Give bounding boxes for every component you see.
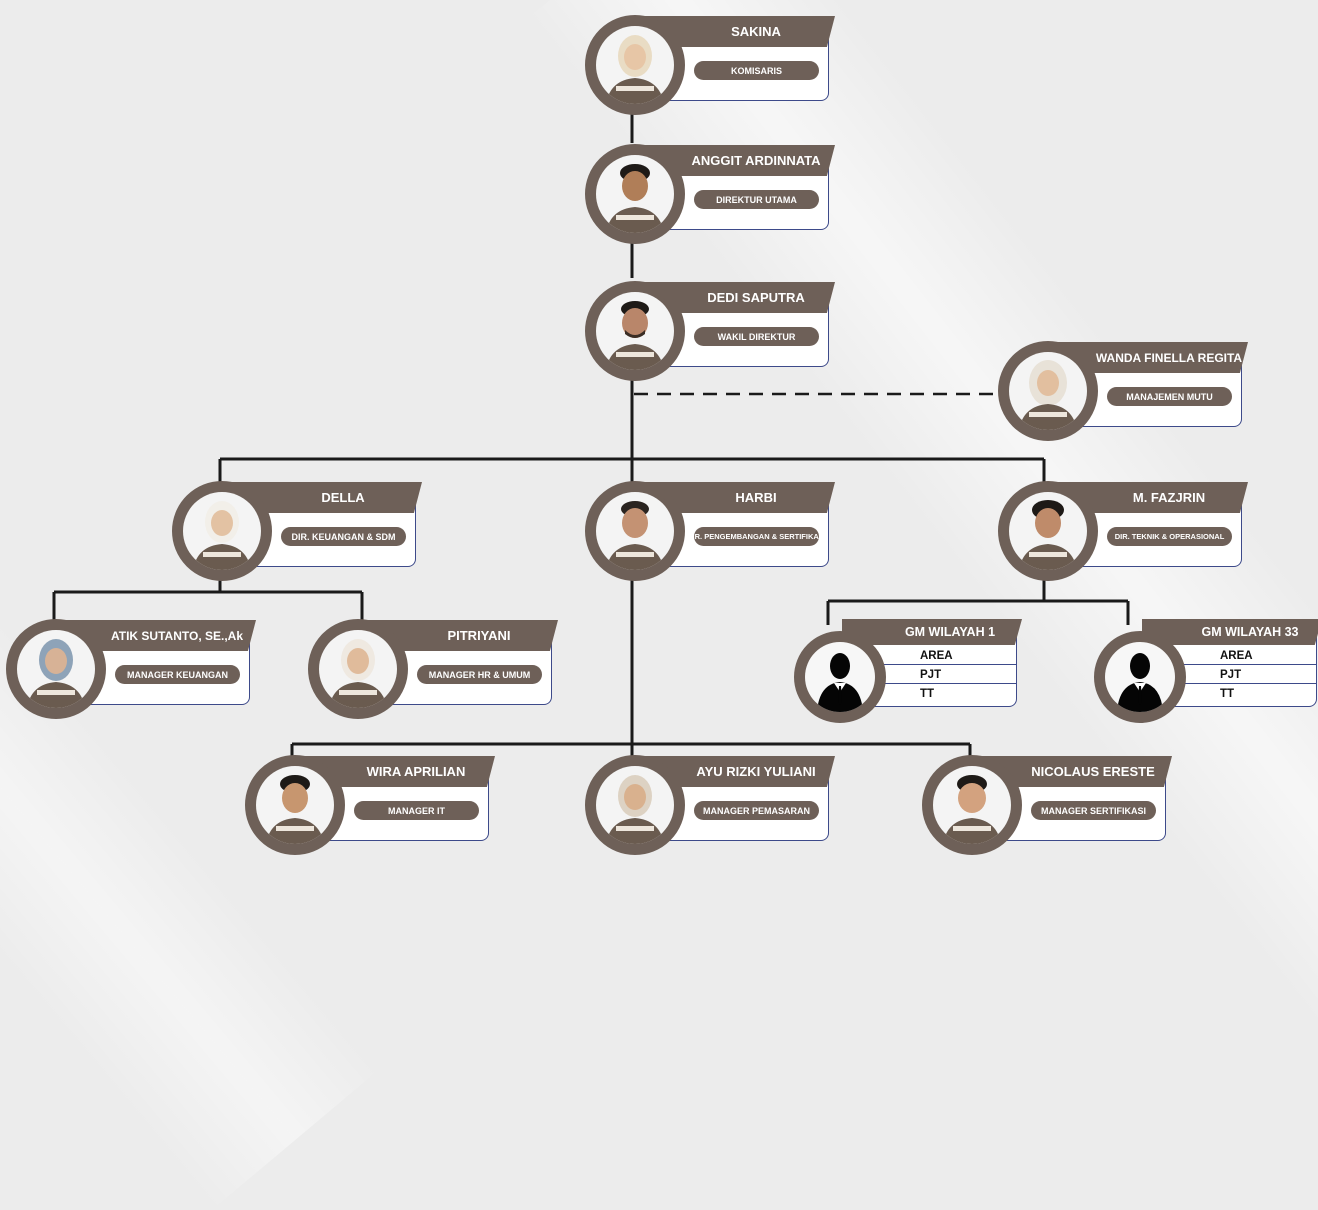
name-banner [1142, 619, 1318, 645]
profile-photo [585, 481, 685, 581]
role-badge: MANAGER PEMASARAN [694, 801, 819, 820]
profile-photo [585, 281, 685, 381]
person-name: WANDA FINELLA REGITA [1095, 350, 1243, 365]
gm-row-tt: TT [1220, 688, 1235, 700]
person-name: M. FAZJRIN [1132, 490, 1206, 505]
role-badge: DIREKTUR UTAMA [694, 190, 819, 209]
role-badge: DIR. PENGEMBANGAN & SERTIFIKASI [687, 527, 826, 546]
profile-photo [585, 755, 685, 855]
person-name: DEDI SAPUTRA [707, 290, 805, 305]
profile-photo [6, 619, 106, 719]
role-badge: MANAGER HR & UMUM [417, 665, 542, 684]
profile-photo [585, 144, 685, 244]
org-node-wanda: WANDA FINELLA REGITA MANAJEMEN MUTU [998, 341, 1248, 441]
role-badge: KOMISARIS [694, 61, 819, 80]
gm-row-area: AREA [1184, 647, 1316, 665]
gm-row-tt: TT [920, 688, 935, 700]
profile-photo [585, 15, 685, 115]
person-name: DELLA [321, 490, 365, 505]
person-name: HARBI [735, 490, 777, 505]
gm-name: GM WILAYAH 1 [904, 625, 996, 639]
name-banner [842, 619, 1022, 645]
org-node-dedi: DEDI SAPUTRA WAKIL DIREKTUR [585, 281, 835, 381]
profile-photo [245, 755, 345, 855]
person-name: SAKINA [731, 24, 781, 39]
org-node-sakina: SAKINA KOMISARIS [585, 15, 835, 115]
gm-row-pjt: PJT [884, 666, 1016, 684]
profile-photo [998, 341, 1098, 441]
profile-photo [998, 481, 1098, 581]
gm-row-pjt: PJT [1184, 666, 1316, 684]
person-name: AYU RIZKI YULIANI [696, 764, 816, 779]
person-name: PITRIYANI [447, 628, 511, 643]
role-badge: MANAGER IT [354, 801, 479, 820]
person-name: WIRA APRILIAN [366, 764, 466, 779]
org-node-wira: WIRA APRILIAN MANAGER IT [245, 755, 495, 855]
placeholder-avatar-icon [1094, 631, 1186, 723]
role-badge: MANAJEMEN MUTU [1107, 387, 1232, 406]
profile-photo [308, 619, 408, 719]
role-badge: MANAGER KEUANGAN [115, 665, 240, 684]
role-badge: DIR. TEKNIK & OPERASIONAL [1107, 527, 1232, 546]
person-name: ATIK SUTANTO, SE.,Ak [110, 628, 243, 643]
placeholder-avatar-icon [794, 631, 886, 723]
org-node-nicolaus: NICOLAUS ERESTE MANAGER SERTIFIKASI [922, 755, 1172, 855]
org-connectors [52, 100, 1130, 760]
person-name: NICOLAUS ERESTE [1031, 764, 1155, 779]
org-node-atik: ATIK SUTANTO, SE.,Ak MANAGER KEUANGAN [6, 619, 256, 719]
org-node-della: DELLA DIR. KEUANGAN & SDM [172, 481, 422, 581]
org-node-gm-wilayah-33: GM WILAYAH 33 AREA PJT TT [1094, 619, 1318, 723]
role-badge: MANAGER SERTIFIKASI [1031, 801, 1156, 820]
org-node-fazjrin: M. FAZJRIN DIR. TEKNIK & OPERASIONAL [998, 481, 1248, 581]
person-name: ANGGIT ARDINNATA [691, 153, 821, 168]
role-badge: WAKIL DIREKTUR [694, 327, 819, 346]
gm-name: GM WILAYAH 33 [1201, 625, 1299, 639]
org-node-ayu: AYU RIZKI YULIANI MANAGER PEMASARAN [585, 755, 835, 855]
org-node-gm-wilayah-1: GM WILAYAH 1 AREA PJT TT [794, 619, 1024, 723]
profile-photo [172, 481, 272, 581]
gm-row-area: AREA [884, 647, 1016, 665]
profile-photo [922, 755, 1022, 855]
role-badge: DIR. KEUANGAN & SDM [281, 527, 406, 546]
org-node-anggit: ANGGIT ARDINNATA DIREKTUR UTAMA [585, 144, 835, 244]
org-node-harbi: HARBI DIR. PENGEMBANGAN & SERTIFIKASI [585, 481, 835, 581]
org-node-pitriyani: PITRIYANI MANAGER HR & UMUM [308, 619, 558, 719]
